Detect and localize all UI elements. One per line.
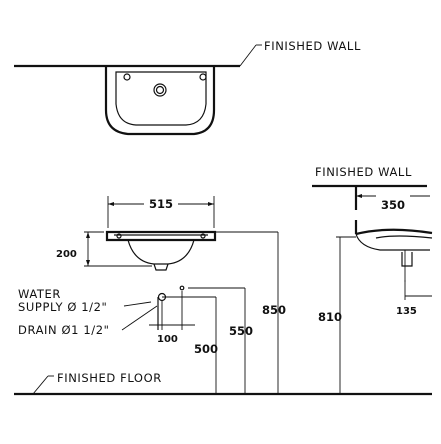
basin-front-hole-left <box>116 233 122 239</box>
basin-front-hole-right <box>200 233 206 239</box>
front-view: 515 200 <box>56 196 217 271</box>
basin-front-outlet <box>153 263 169 271</box>
basin-top-bowl <box>115 71 207 126</box>
top-wall-leader <box>239 44 257 67</box>
basin-tap-hole <box>199 73 207 81</box>
drain-label: DRAIN Ø1 1/2" <box>18 323 110 337</box>
floor: FINISHED FLOOR <box>14 371 432 396</box>
side-basin-outlet <box>401 252 413 267</box>
depth-arrow-top <box>86 232 90 238</box>
width-arrow-right <box>208 202 214 206</box>
basin-top-outline <box>104 66 216 136</box>
side-basin-rim <box>355 228 433 236</box>
basin-front-bowl <box>127 239 195 265</box>
height-dimensions: 500 550 850 <box>162 231 286 393</box>
supply-point-marker <box>179 285 185 291</box>
height-850-dimension: 850 <box>262 303 286 317</box>
basin-drain-hole <box>153 83 167 97</box>
finished-floor-label: FINISHED FLOOR <box>57 371 162 385</box>
side-depth-dimension: 350 <box>381 198 405 212</box>
height-550-dimension: 550 <box>229 324 253 338</box>
connections: WATER SUPPLY Ø 1/2" 100 DRAIN Ø1 1/2" <box>18 285 195 345</box>
side-view: FINISHED WALL 350 135 810 <box>312 165 433 393</box>
width-arrow-left <box>108 202 114 206</box>
depth-dimension: 200 <box>56 249 77 260</box>
width-dimension: 515 <box>149 197 173 211</box>
side-drain-dimension: 135 <box>396 306 417 317</box>
depth-arrow-bottom <box>86 260 90 266</box>
basin-overflow-hole <box>123 73 131 81</box>
top-view: FINISHED WALL <box>14 39 361 136</box>
supply-offset-dimension: 100 <box>157 334 178 345</box>
side-depth-arrow-left <box>356 194 362 198</box>
basin-front-rim <box>105 230 217 242</box>
water-supply-leader <box>123 301 152 307</box>
height-810-dimension: 810 <box>318 310 342 324</box>
floor-leader <box>32 375 49 395</box>
basin-drain-hole-inner <box>155 85 165 95</box>
height-500-dimension: 500 <box>194 342 218 356</box>
water-supply-label-2: SUPPLY Ø 1/2" <box>18 300 107 314</box>
side-basin-bowl <box>355 233 430 251</box>
drain-leader <box>121 305 158 331</box>
water-supply-label-1: WATER <box>18 287 61 301</box>
finished-wall-side-label: FINISHED WALL <box>315 165 412 179</box>
finished-wall-top-label: FINISHED WALL <box>264 39 361 53</box>
side-basin-rim-inner <box>375 235 433 239</box>
